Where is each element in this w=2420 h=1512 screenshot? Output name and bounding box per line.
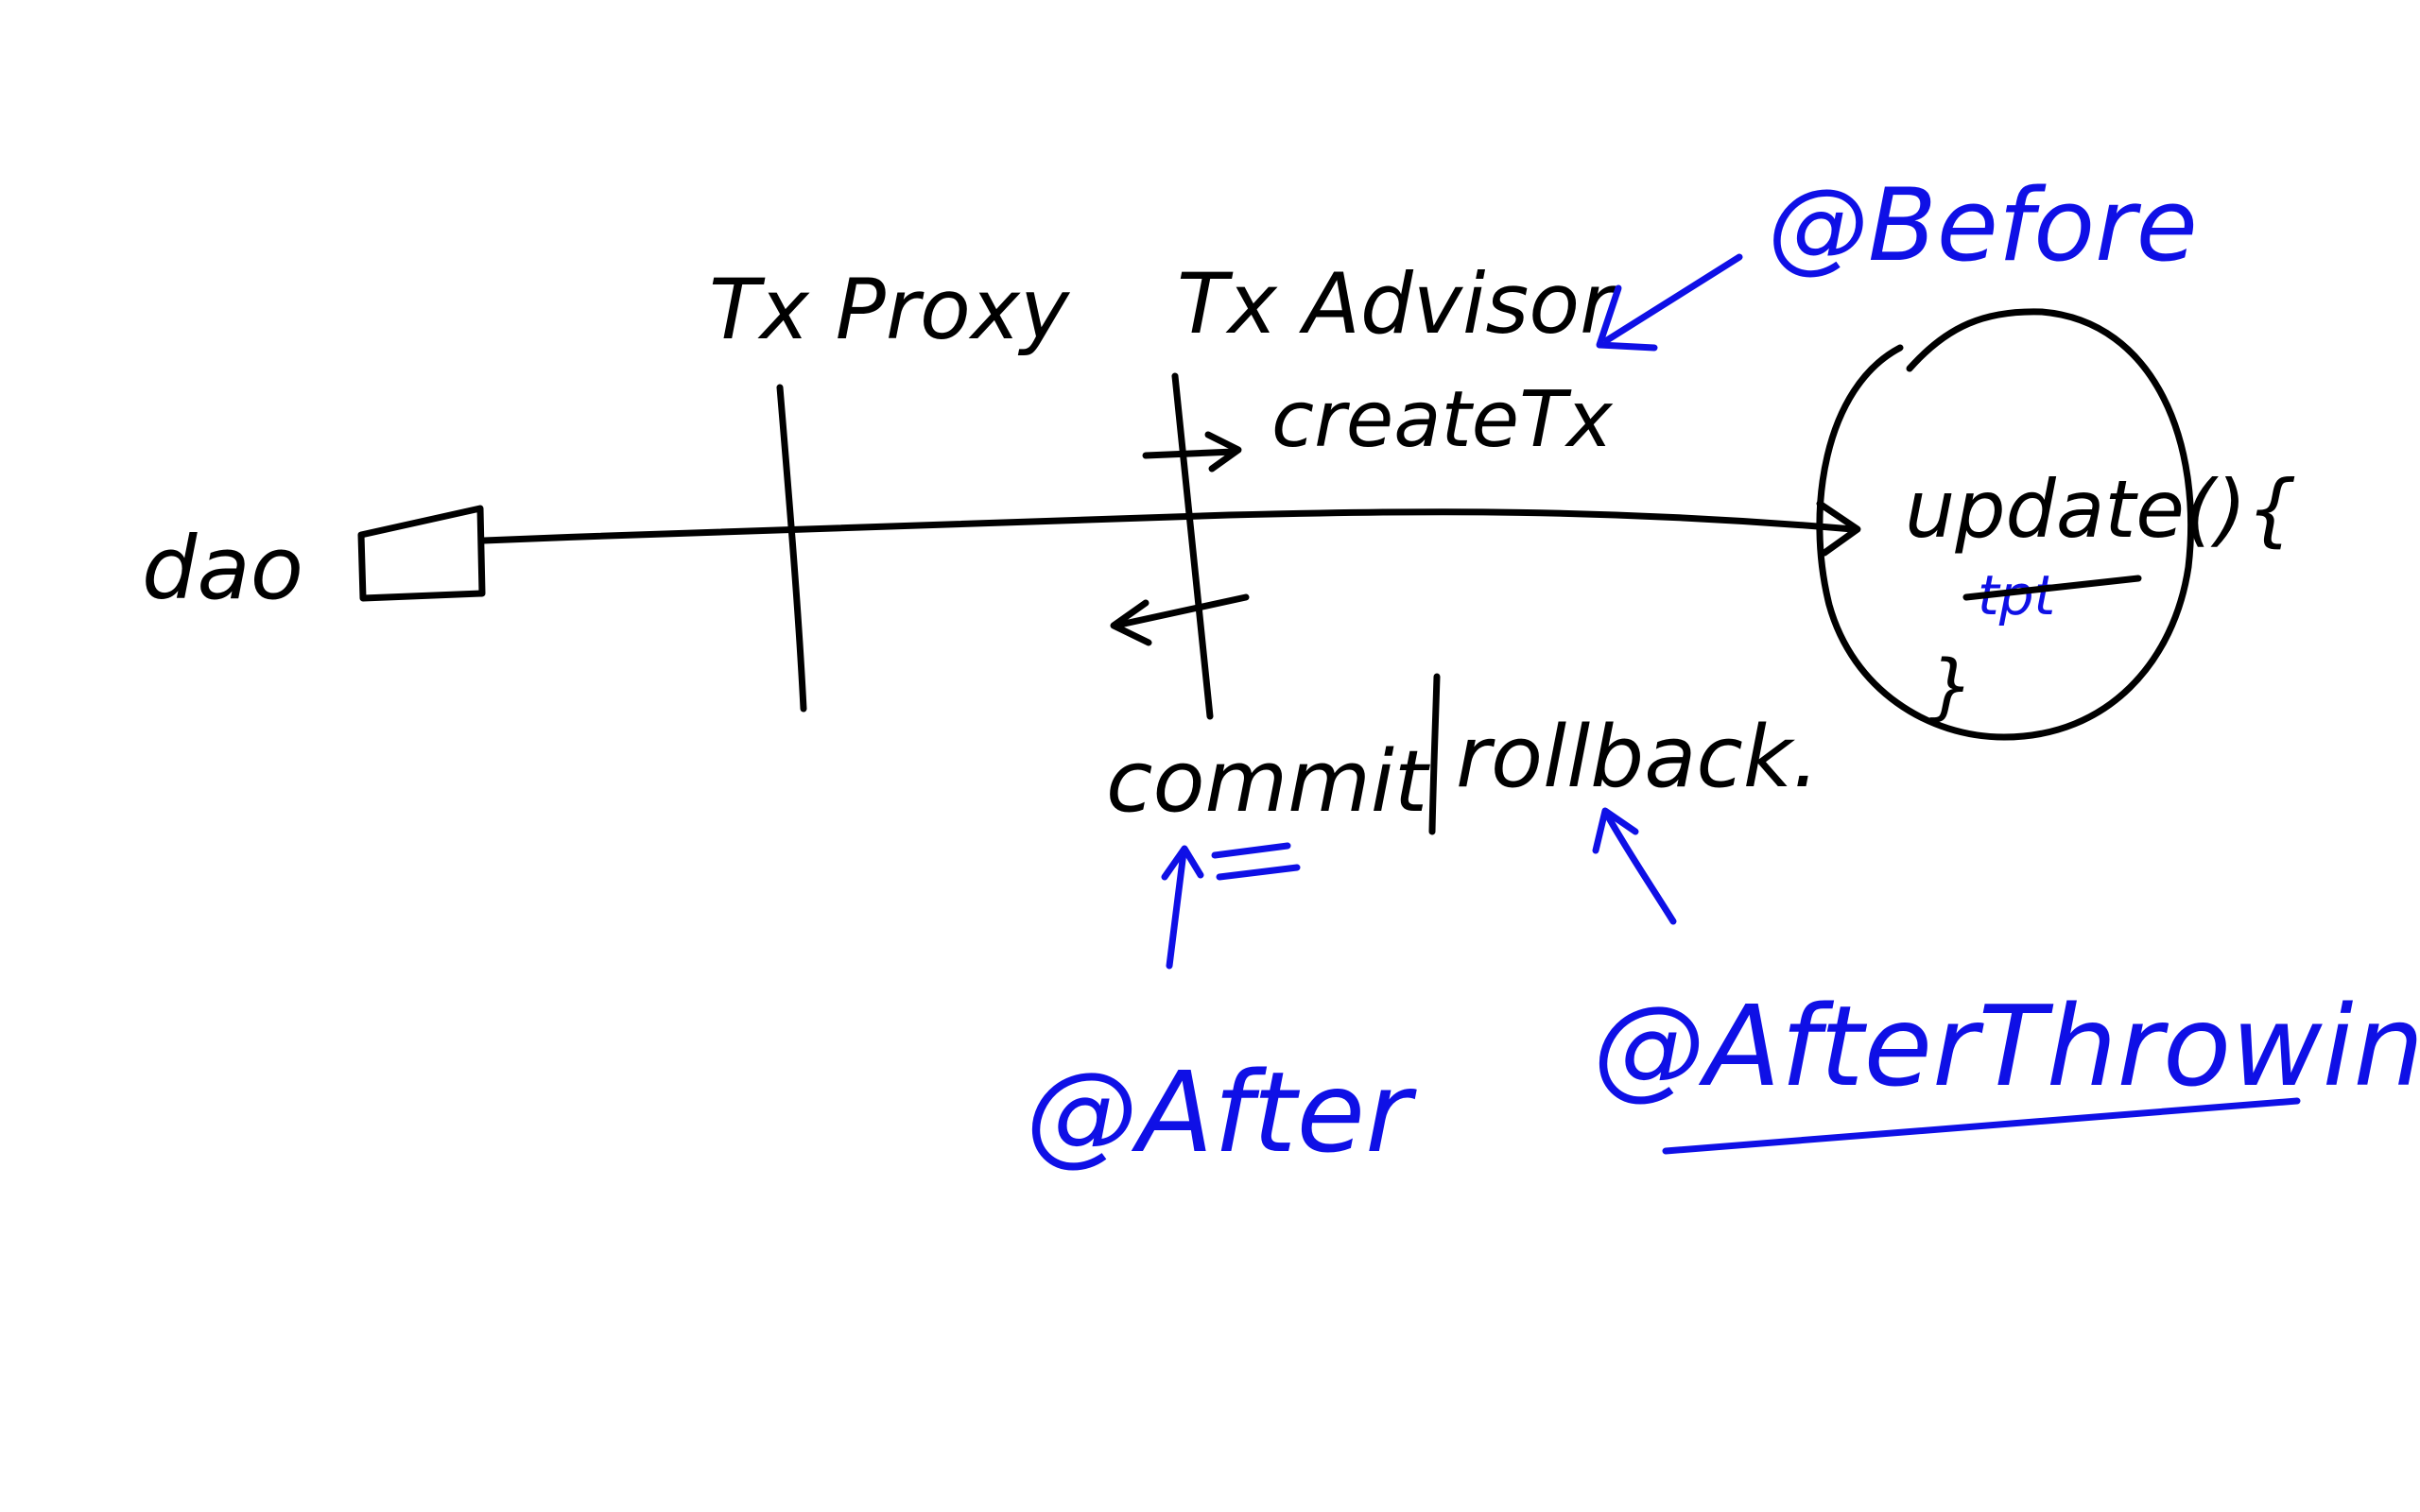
tx-proxy-line (776, 384, 807, 713)
before-annotation: @Before (1768, 167, 2198, 284)
update-circle (1816, 308, 2195, 741)
rollback-label: rollback. (1456, 708, 1820, 807)
after-equals-mark (1211, 842, 1301, 881)
strikethrough-line (1962, 575, 2142, 601)
commit-rollback-divider (1428, 673, 1441, 835)
after-throwing-arrowhead (1592, 807, 1639, 854)
after-annotation: @After (1026, 1047, 1417, 1177)
after-arrow (1166, 849, 1187, 970)
after-throwing-annotation: @AfterThrowing (1593, 981, 2420, 1111)
create-tx-arrowhead (1204, 431, 1242, 472)
update-method-label: update(){ (1905, 463, 2297, 556)
tx-advisor-line (1171, 372, 1214, 720)
call-line (480, 508, 1857, 544)
return-arrow (1112, 593, 1250, 629)
after-arrowhead (1161, 845, 1204, 881)
create-tx-arrow (1142, 448, 1237, 459)
return-arrowhead (1110, 599, 1152, 646)
dao-label: dao (142, 518, 303, 619)
commit-label: commit (1106, 732, 1431, 832)
call-arrowhead (1816, 500, 1861, 557)
create-tx-label: createTx (1271, 375, 1614, 465)
tx-proxy-label: Tx Proxy (709, 261, 1071, 358)
tx-advisor-label: Tx Advisor (1177, 255, 1618, 352)
method-close-brace: } (1928, 644, 1974, 728)
dao-box (357, 505, 486, 602)
after-throwing-underline (1662, 1097, 2301, 1155)
before-arrowhead (1596, 284, 1658, 352)
after-throwing-arrow (1603, 811, 1677, 925)
before-arrow (1603, 253, 1743, 344)
